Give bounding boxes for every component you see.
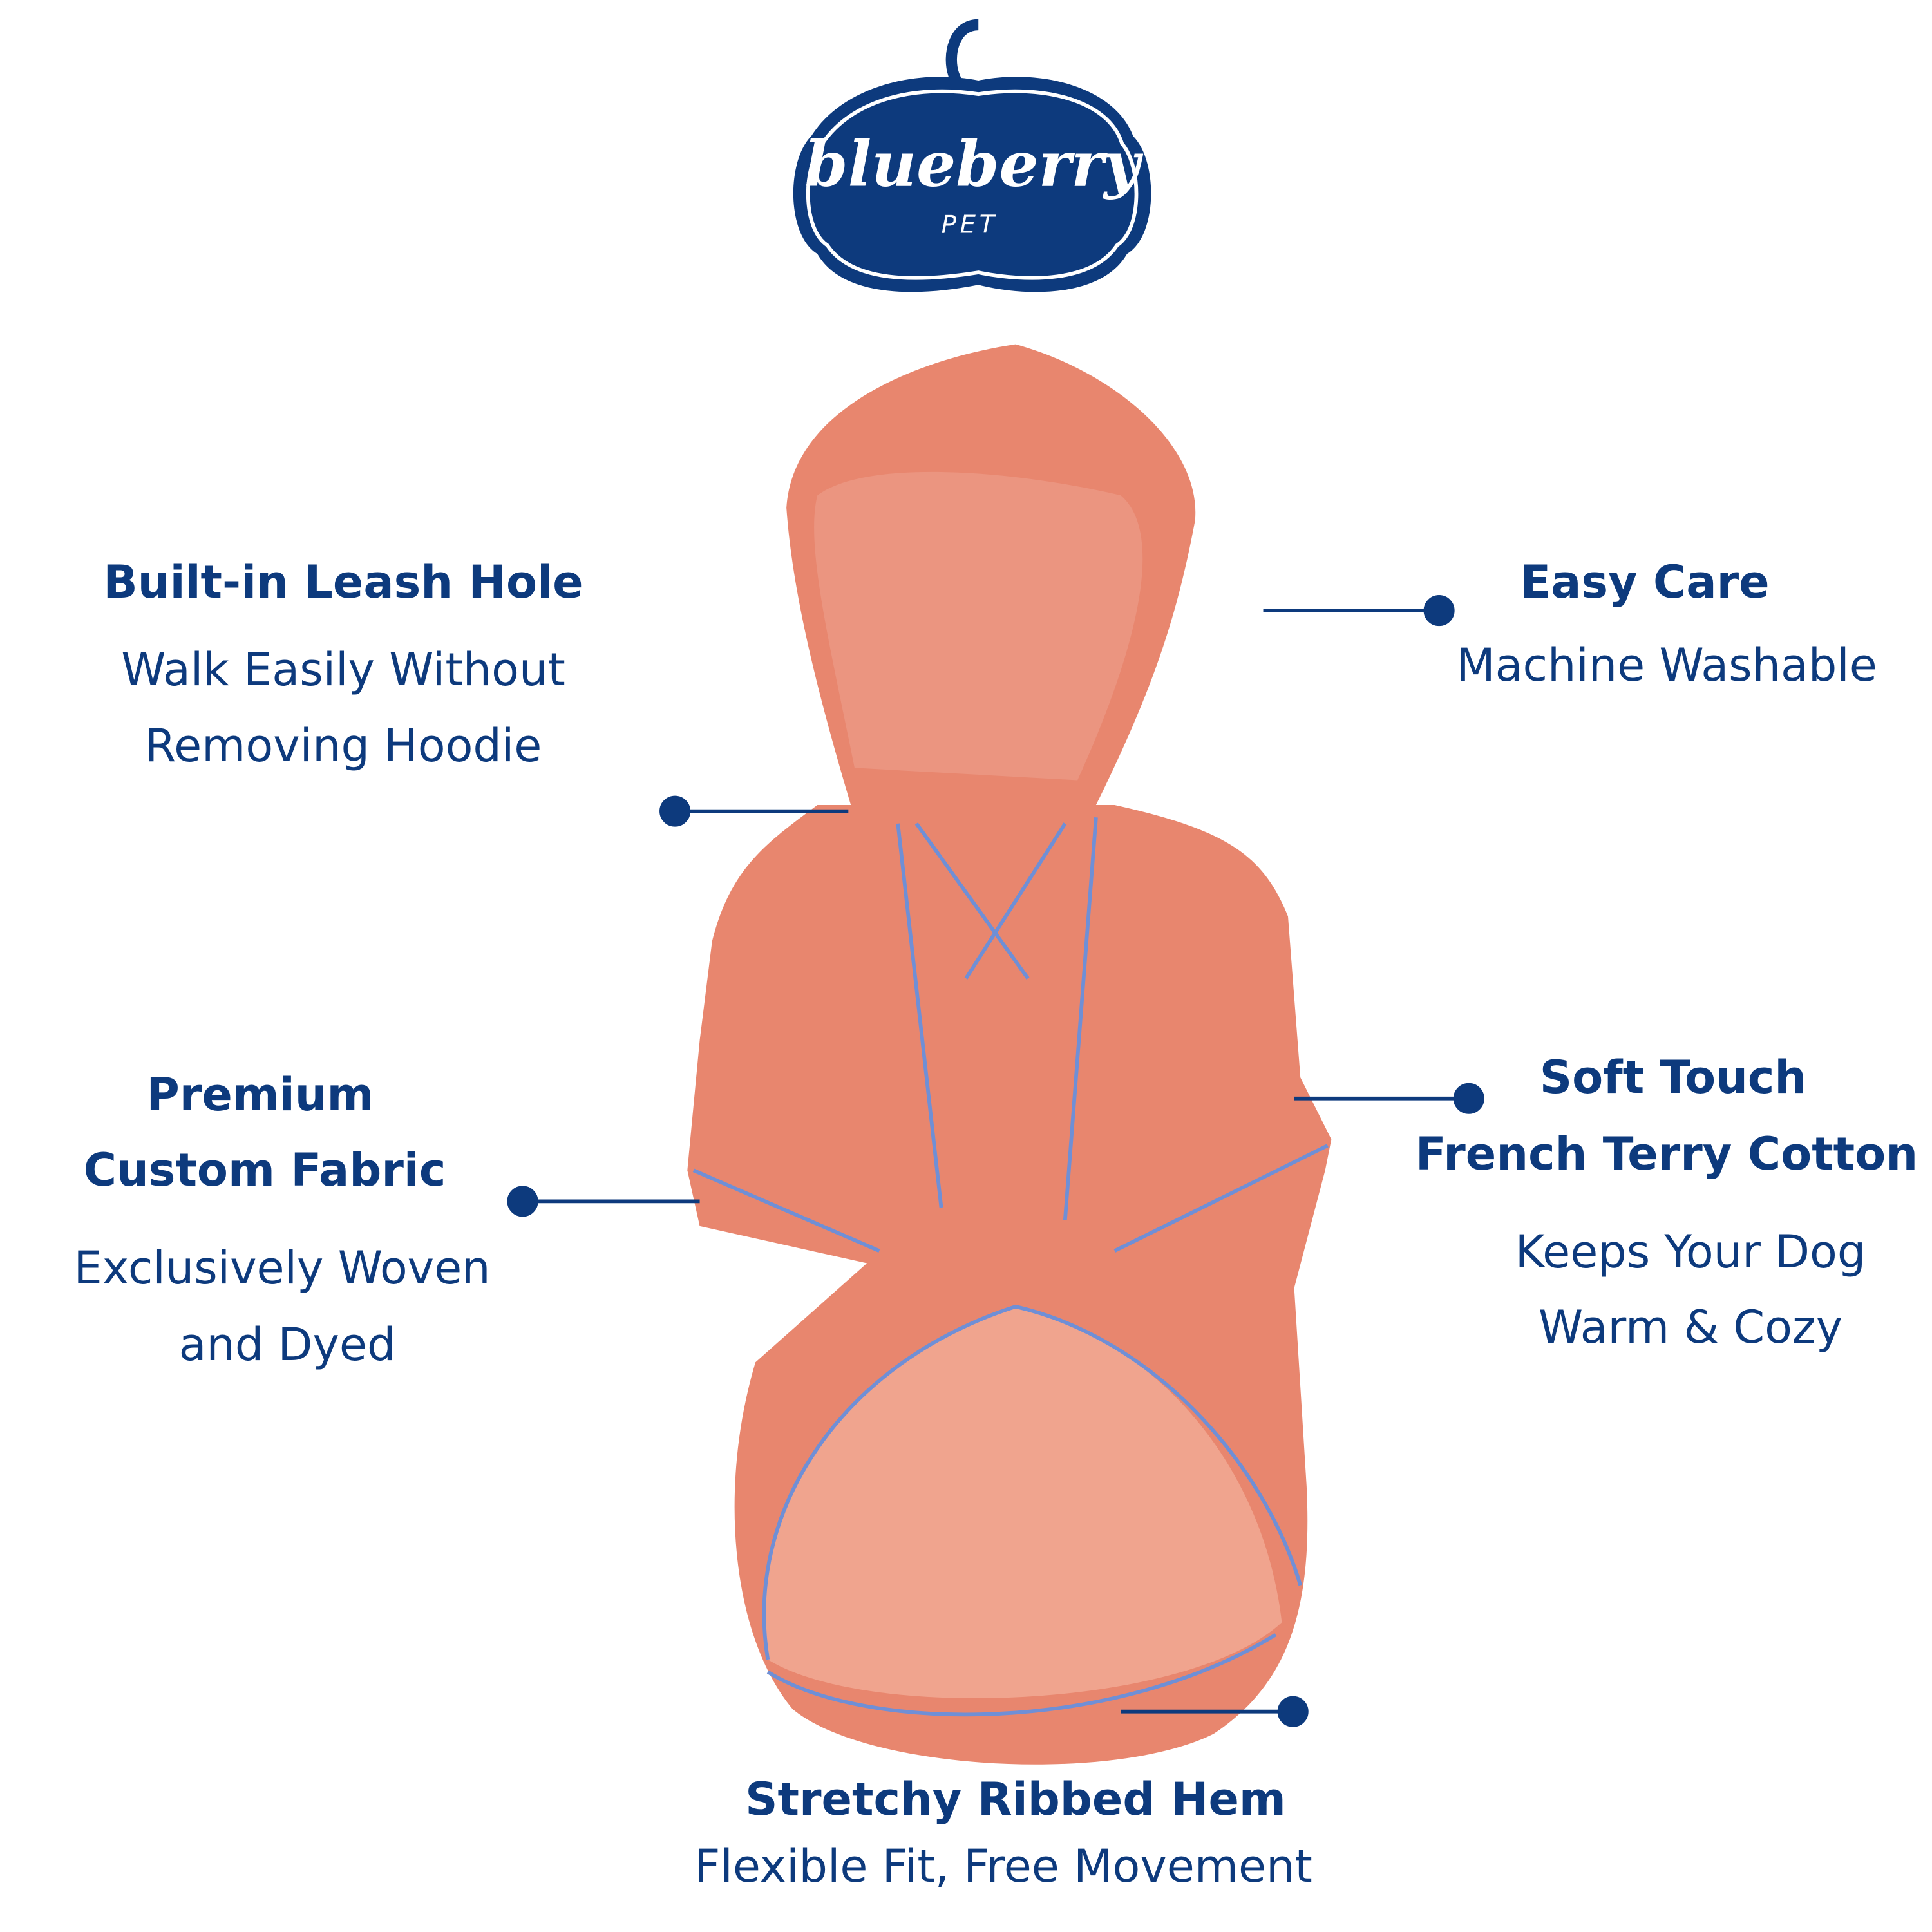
soft-touch-desc-2: Warm & Cozy	[1538, 1301, 1843, 1354]
soft-touch-desc-1: Keeps Your Dog	[1515, 1226, 1866, 1278]
fabric-title-1: Premium	[146, 1068, 374, 1121]
easy-care-title: Easy Care	[1520, 556, 1770, 609]
hem-title: Stretchy Ribbed Hem	[745, 1773, 1286, 1826]
hem-desc: Flexible Fit, Free Movement	[694, 1840, 1312, 1893]
fabric-desc-2: and Dyed	[178, 1318, 396, 1371]
svg-text:PET: PET	[942, 211, 998, 240]
hoodie-image	[687, 344, 1332, 1765]
leash-hole-desc-2: Removing Hoodie	[144, 719, 542, 772]
callout-lines	[507, 595, 1484, 1727]
soft-touch-title-2: French Terry Cotton	[1415, 1128, 1918, 1180]
fabric-title-2: Custom Fabric	[83, 1144, 446, 1197]
leash-hole-desc-1: Walk Easily Without	[121, 643, 565, 696]
leash-hole-title: Built-in Leash Hole	[103, 556, 583, 609]
svg-text:blueberry: blueberry	[804, 128, 1144, 200]
brand-logo: blueberry PET	[793, 19, 1151, 292]
fabric-desc-1: Exclusively Woven	[73, 1242, 491, 1294]
easy-care-desc: Machine Washable	[1456, 639, 1877, 692]
soft-touch-title-1: Soft Touch	[1539, 1051, 1807, 1104]
